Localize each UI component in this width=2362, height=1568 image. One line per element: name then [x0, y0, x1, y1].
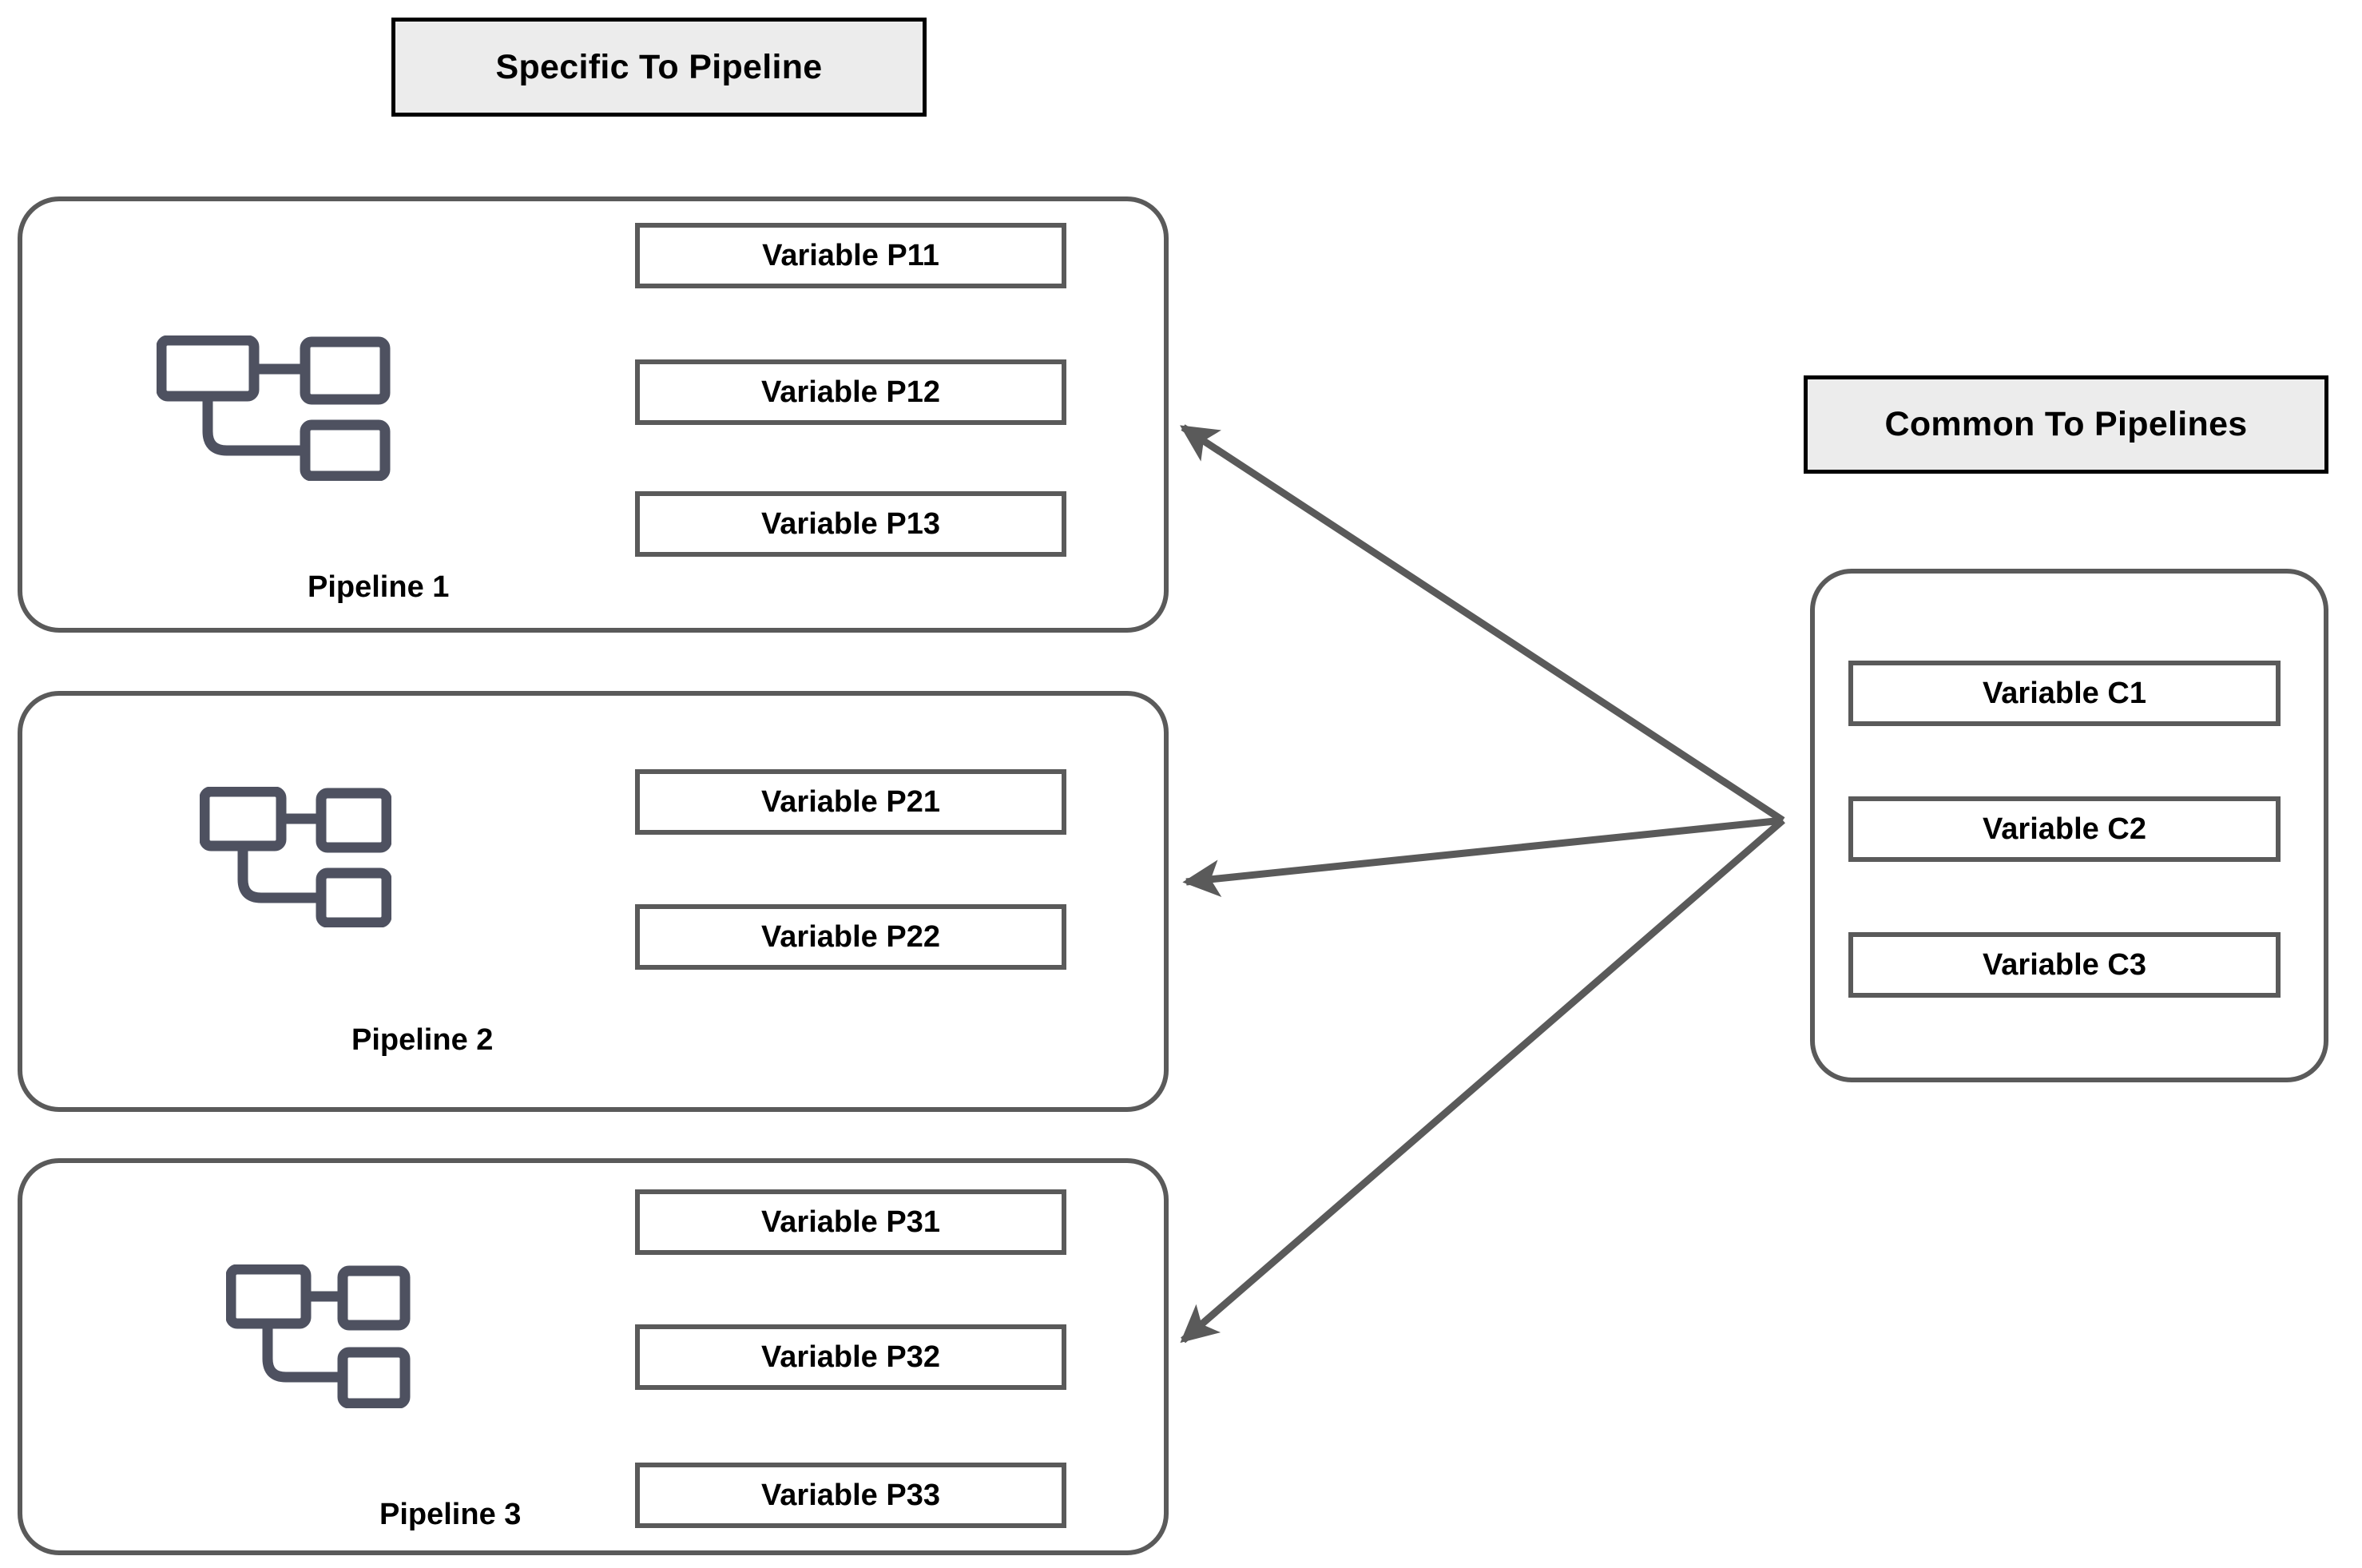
variable-box-c2: Variable C2: [1848, 796, 2281, 862]
variable-box-p12: Variable P12: [635, 359, 1066, 425]
variable-box-p22: Variable P22: [635, 904, 1066, 970]
variable-box-p11: Variable P11: [635, 223, 1066, 288]
pipeline-group-2: [18, 691, 1169, 1112]
header-common-to-pipelines: Common To Pipelines: [1804, 375, 2328, 474]
variable-box-p13: Variable P13: [635, 491, 1066, 557]
header-specific-to-pipeline: Specific To Pipeline: [391, 18, 927, 117]
pipeline-hierarchy-icon: [156, 335, 391, 485]
pipeline-caption-1: Pipeline 1: [308, 570, 450, 604]
pipeline-group-3: [18, 1158, 1169, 1555]
pipeline-hierarchy-icon: [225, 1264, 411, 1412]
arrow-common-to-pipeline-3: [1180, 817, 1785, 1344]
variable-box-p31: Variable P31: [635, 1189, 1066, 1255]
arrow-common-to-pipeline-1: [1180, 424, 1785, 824]
pipeline-caption-2: Pipeline 2: [351, 1023, 494, 1057]
pipeline-caption-3: Pipeline 3: [379, 1498, 522, 1531]
variable-box-c3: Variable C3: [1848, 932, 2281, 998]
pipeline-group-1: [18, 196, 1169, 633]
arrow-common-to-pipeline-2: [1182, 816, 1784, 897]
pipeline-hierarchy-icon: [199, 786, 392, 931]
variable-box-p21: Variable P21: [635, 769, 1066, 835]
variable-box-p33: Variable P33: [635, 1463, 1066, 1528]
variable-box-c1: Variable C1: [1848, 661, 2281, 726]
variable-box-p32: Variable P32: [635, 1324, 1066, 1390]
common-variables-group: [1810, 569, 2328, 1082]
